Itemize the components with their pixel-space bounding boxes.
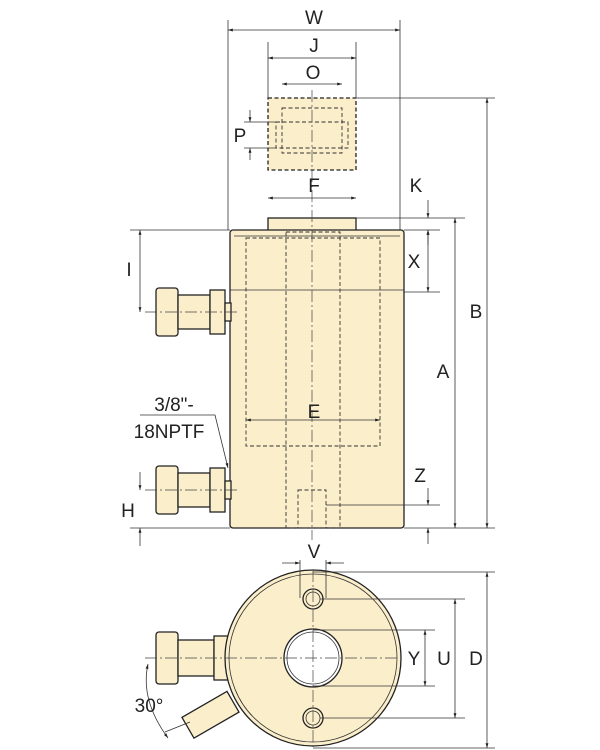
dim-label-z: Z <box>414 466 426 487</box>
dim-label-b: B <box>470 302 483 323</box>
dim-label-w: W <box>305 8 323 29</box>
dim-label-x: X <box>408 252 421 273</box>
cylinder-body <box>229 90 405 540</box>
thread-spec-line1: 3/8"- <box>154 395 193 416</box>
dim-label-u: U <box>437 649 451 670</box>
angle-label: 30° <box>135 696 164 717</box>
dim-label-h: H <box>121 501 135 522</box>
dim-label-a: A <box>437 362 450 383</box>
dim-label-y: Y <box>408 649 421 670</box>
dim-label-v: V <box>308 542 321 563</box>
dim-label-k: K <box>410 176 423 197</box>
thread-spec-line2: 18NPTF <box>134 422 205 443</box>
dim-label-p: P <box>234 126 247 147</box>
dim-label-i: I <box>126 260 131 281</box>
dim-label-o: O <box>306 63 321 84</box>
dim-label-f: F <box>308 176 320 197</box>
dim-label-j: J <box>309 36 319 57</box>
bottom-view <box>145 569 402 748</box>
port-fitting-lower <box>145 465 240 515</box>
dim-label-e: E <box>308 402 321 423</box>
port-fitting-upper <box>145 287 240 337</box>
dim-label-d: D <box>469 649 483 670</box>
